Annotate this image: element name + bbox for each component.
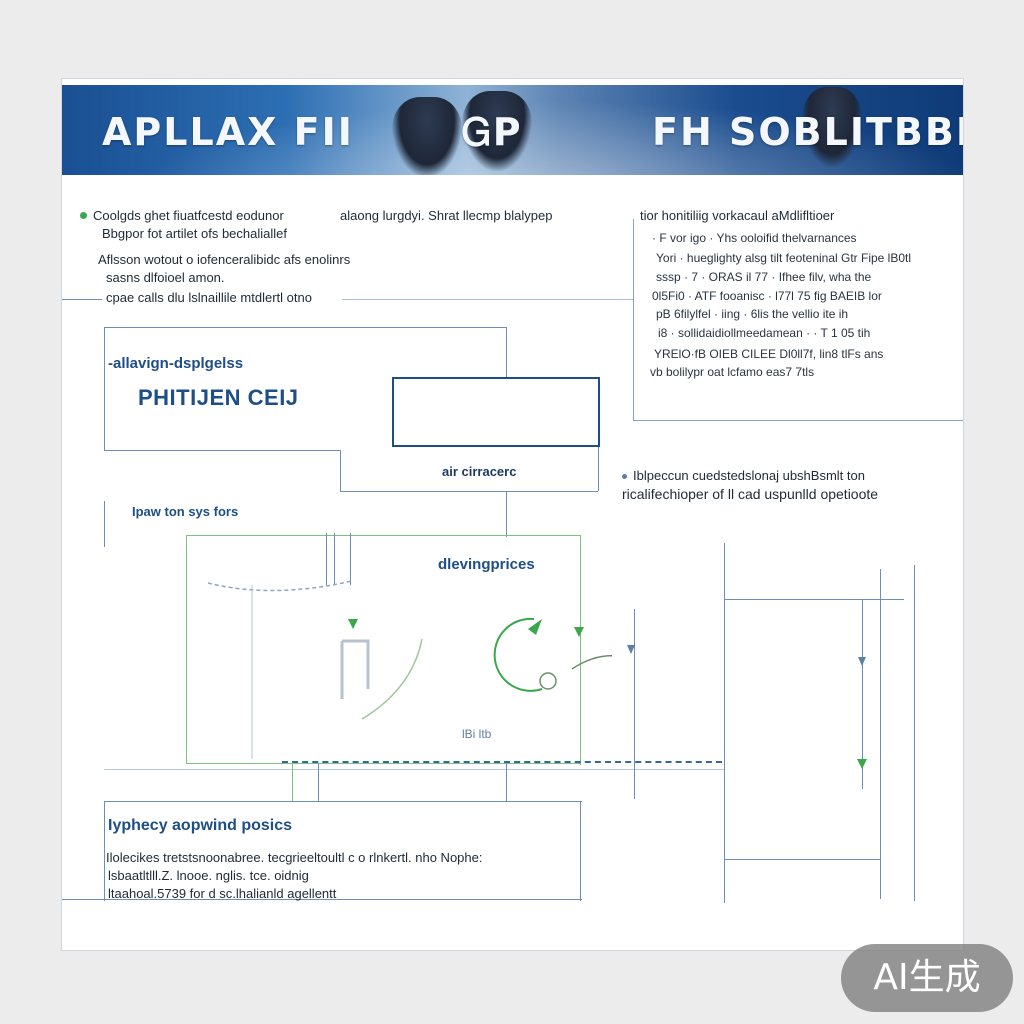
connector-line — [334, 533, 335, 585]
down-arrow-icon — [348, 619, 358, 629]
right-panel-line: Yori · hueglighty alsg tilt feoteninal G… — [656, 251, 912, 265]
mid-note-line-1: Iblpeccun cuedstedslonaj ubshBsmlt ton — [622, 467, 865, 485]
down-arrow-icon — [627, 645, 635, 654]
intro-line-4: sasns dlfoioel amon. — [106, 270, 225, 285]
right-frame-line — [914, 565, 915, 901]
rotation-arrow-icon — [528, 619, 542, 635]
connector-line — [104, 450, 340, 451]
connector-line — [104, 327, 506, 328]
right-frame-line — [880, 569, 881, 899]
green-connector — [292, 763, 293, 801]
banner-title-left: APLLAX FII — [102, 110, 354, 154]
footer-line-2: lsbaatltlll.Z. lnooe. nglis. tce. oidnig — [108, 868, 309, 883]
down-arrow-icon — [574, 627, 584, 637]
right-panel-line: YRElO·fB OIEB CILEE Dl0ll7f, lin8 tlFs a… — [654, 347, 884, 361]
green-frame-line — [186, 763, 580, 764]
right-panel-line: i8 · sollidaidiollmeedamean · · T 1 05 t… — [658, 326, 871, 340]
footer-top-line — [104, 801, 582, 802]
bracket-mark — [340, 639, 370, 699]
block-a-sub: air cirracerc — [442, 464, 517, 479]
curved-flow-path — [361, 638, 423, 720]
intro-line-1: Coolgds ghet fiuatfcestd eodunor — [80, 207, 284, 225]
footer-heading: Iyphecy aopwind posics — [108, 817, 293, 834]
footer-line-3: ltaahoal.5739 for d sc.lhalianld agellen… — [108, 886, 337, 901]
right-panel-heading: tior honitiliig vorkacaul aMdlifltioer — [640, 208, 835, 223]
green-frame-line — [580, 535, 581, 765]
intro-line-1b: alaong lurgdyi. Shrat llecmp blalypep — [340, 208, 553, 223]
intro-line-1-text: Coolgds ghet fiuatfcestd eodunor — [93, 208, 284, 223]
connector-line — [506, 763, 507, 801]
right-panel-line: sssp · 7 · ORAS il 77 · Ifhee filv, wha … — [656, 270, 872, 284]
right-frame-line — [724, 859, 880, 860]
dashed-rail — [282, 761, 722, 763]
footer-frame-line — [104, 801, 105, 901]
node-circle — [539, 672, 557, 690]
header-banner: APLLAX FII ᏀP FH SOBLITBBIY — [62, 85, 963, 175]
footer-bottom-line — [62, 899, 582, 900]
banner-title-right: FH SOBLITBBIY — [652, 110, 963, 154]
connector-line — [598, 447, 599, 491]
intro-line-3: Aflsson wotout o iofenceralibidc afs eno… — [98, 252, 351, 267]
bullet-icon — [80, 212, 87, 219]
connector-line — [506, 491, 507, 537]
block-a-label: -allavign-dsplgelss — [108, 355, 244, 372]
banner-title-mid: ᏀP — [462, 110, 523, 154]
right-panel-line: 0l5Fi0 · ATF fooanisc · l77l 75 fig BAEI… — [652, 289, 882, 303]
mid-note-line-2: ricalifechioper of ll cad uspunlld opeti… — [622, 486, 879, 502]
connector-line — [104, 327, 105, 451]
process-box — [392, 377, 600, 447]
connector-line — [104, 501, 105, 547]
bullet-icon — [622, 474, 627, 479]
person-silhouette-icon — [462, 91, 532, 171]
person-silhouette-icon — [802, 87, 862, 167]
person-silhouette-icon — [392, 97, 462, 175]
ai-generated-badge: AI生成 — [841, 944, 1013, 1012]
right-frame-line — [724, 599, 904, 600]
block-a-title: PHITIJEN CEIJ — [138, 385, 299, 410]
right-frame-line — [724, 543, 725, 903]
intro-line-2: Bbgpor fot artilet ofs bechaliallef — [102, 226, 287, 241]
section2-label: Ipaw ton sys fors — [132, 504, 239, 519]
right-frame-line — [862, 599, 863, 789]
mid-note-line-1-text: Iblpeccun cuedstedslonaj ubshBsmlt ton — [633, 468, 865, 483]
rail-line — [104, 769, 724, 770]
intro-line-5: cpae calls dlu lslnaillile mtdlertl otno — [106, 290, 312, 305]
right-frame-line — [634, 609, 635, 799]
down-arrow-icon — [857, 759, 867, 769]
diagram-card: APLLAX FII ᏀP FH SOBLITBBIY Coolgds ghet… — [61, 78, 964, 951]
flow-sketch — [207, 580, 612, 759]
right-panel-line: · F vor igo · Yhs ooloifid thelvarnances — [652, 231, 857, 245]
section2-inner-label: dlevingprices — [438, 556, 535, 573]
footer-line-1: Ilolecikes tretstsnoonabree. tecgrieelto… — [106, 850, 483, 865]
connector-line — [318, 763, 319, 801]
rotation-arc — [493, 617, 543, 692]
connector-line — [506, 327, 507, 377]
green-frame-line — [186, 535, 580, 536]
connector-line — [326, 533, 327, 585]
footer-frame-line — [580, 801, 581, 901]
connector-line — [350, 533, 351, 585]
connector-sketch — [571, 654, 612, 670]
connector-line — [340, 450, 341, 492]
right-panel-line: vb bolilypr oat lcfamo eas7 7tls — [650, 365, 815, 379]
divider-line — [342, 299, 634, 300]
down-arrow-icon — [858, 657, 866, 666]
curved-flow-path — [207, 580, 353, 592]
right-panel-line: pB 6filylfel · iing · 6lis the vellio it… — [656, 307, 849, 321]
green-frame-line — [186, 535, 187, 763]
section2-tag: lBi ltb — [462, 727, 492, 741]
divider-line — [62, 299, 102, 300]
connector-line — [340, 491, 598, 492]
right-notes-panel — [633, 219, 963, 421]
